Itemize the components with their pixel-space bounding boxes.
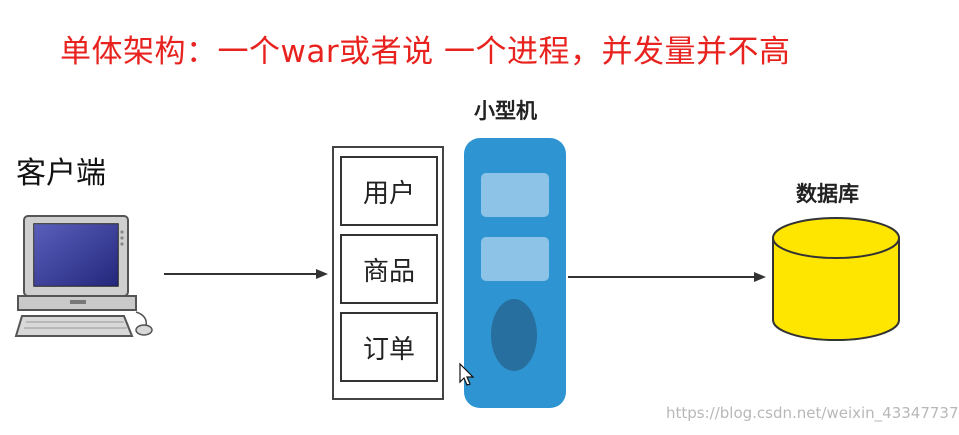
module-product: 商品 bbox=[340, 234, 438, 304]
server-icon bbox=[464, 138, 566, 408]
server-to-db-arrow bbox=[568, 272, 766, 282]
server-label: 小型机 bbox=[474, 99, 537, 123]
watermark: https://blog.csdn.net/weixin_43347737 bbox=[666, 404, 959, 422]
diagram-title: 单体架构：一个war或者说 一个进程，并发量并不高 bbox=[60, 34, 791, 70]
database-icon bbox=[772, 217, 900, 341]
application-modules-box: 用户 商品 订单 bbox=[332, 146, 444, 400]
database-label: 数据库 bbox=[796, 182, 859, 206]
module-order: 订单 bbox=[340, 312, 438, 382]
desktop-computer-icon bbox=[14, 215, 153, 337]
mouse-cursor-icon bbox=[459, 362, 475, 386]
client-to-app-arrow bbox=[164, 269, 328, 279]
module-user: 用户 bbox=[340, 156, 438, 226]
client-label: 客户端 bbox=[16, 156, 106, 191]
